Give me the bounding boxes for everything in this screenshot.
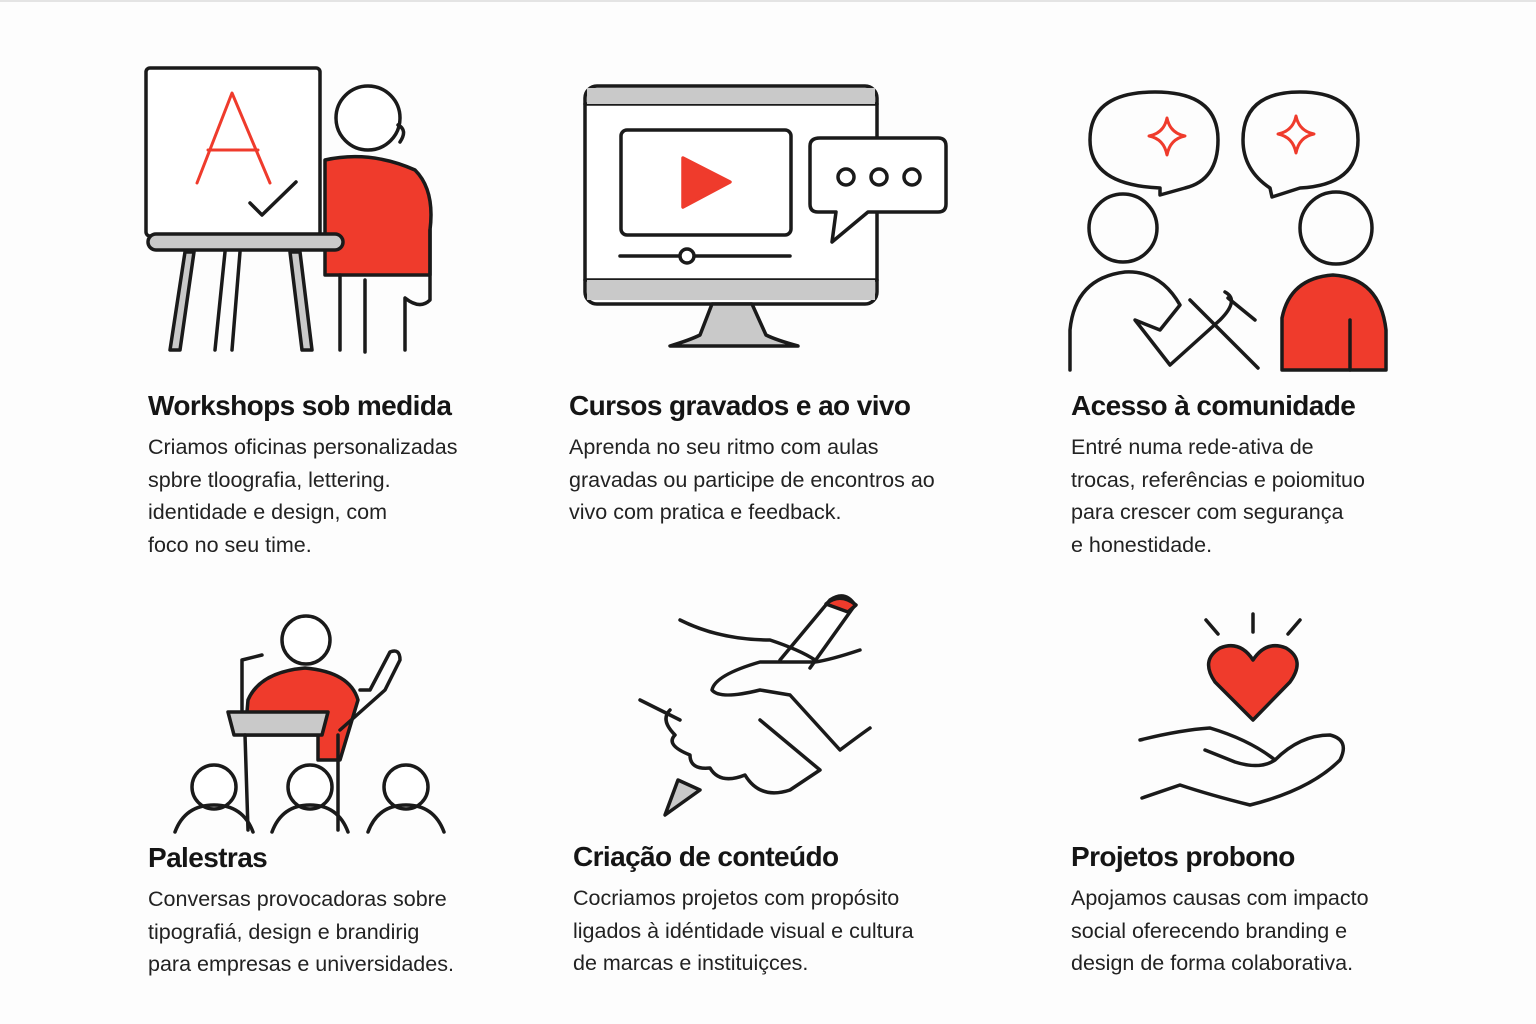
service-description: Entré numa rede-ativa de trocas, referên…	[1071, 431, 1491, 561]
service-description: Criamos oficinas personalizadas spbre tl…	[148, 431, 568, 561]
service-card-courses: Cursos gravados e ao vivo Aprenda no seu…	[569, 389, 989, 529]
heart-hand-icon	[1138, 612, 1346, 807]
description-line: trocas, referências e poiomituo	[1071, 467, 1365, 492]
description-line: spbre tloografia, lettering.	[148, 467, 391, 492]
handshake-pencil-icon	[638, 594, 872, 817]
service-title: Projetos probono	[1071, 841, 1295, 872]
top-divider	[0, 0, 1536, 2]
description-line: ligados à idéntidade visual e cultura	[573, 918, 914, 943]
description-line: e honestidade.	[1071, 532, 1213, 557]
service-description: Conversas provocadoras sobre tipografiá,…	[148, 883, 568, 981]
description-line: tipografiá, design e brandirig	[148, 919, 420, 944]
presenter-easel-icon	[144, 66, 433, 354]
community-conversation-icon	[1068, 90, 1388, 372]
description-line: Entré numa rede-ativa de	[1071, 435, 1314, 459]
service-card-community: Acesso à comunidade Entré numa rede-ativ…	[1071, 389, 1491, 561]
service-card-probono: Projetos probono Apojamos causas com imp…	[1071, 840, 1491, 980]
service-title: Acesso à comunidade	[1071, 390, 1356, 421]
video-monitor-icon	[583, 84, 948, 348]
description-line: Aprenda no seu ritmo com aulas	[569, 435, 879, 459]
service-title: Cursos gravados e ao vivo	[569, 390, 911, 421]
description-line: vivo com pratica e feedback.	[569, 500, 842, 524]
service-description: Apojamos causas com impacto social ofere…	[1071, 882, 1491, 980]
description-line: foco no seu time.	[148, 532, 312, 557]
description-line: Apojamos causas com impacto	[1071, 886, 1369, 910]
service-card-content: Criação de conteúdo Cocriamos projetos c…	[573, 840, 993, 980]
speaker-podium-icon	[173, 614, 446, 834]
service-title: Palestras	[148, 842, 268, 873]
description-line: para crescer com segurança	[1071, 500, 1344, 524]
description-line: Conversas provocadoras sobre	[148, 887, 447, 911]
description-line: Criamos oficinas personalizadas	[148, 435, 458, 459]
description-line: identidade e design, com	[148, 500, 388, 524]
description-line: design de forma colaborativa.	[1071, 951, 1354, 975]
description-line: social oferecendo branding e	[1071, 918, 1348, 943]
service-card-talks: Palestras Conversas provocadoras sobre t…	[148, 841, 568, 981]
service-card-workshops: Workshops sob medida Criamos oficinas pe…	[148, 389, 568, 561]
service-description: Cocriamos projetos com propósito ligados…	[573, 882, 993, 980]
service-description: Aprenda no seu ritmo com aulas gravadas …	[569, 431, 989, 529]
description-line: Cocriamos projetos com propósito	[573, 886, 900, 910]
description-line: gravadas ou participe de encontros ao	[569, 467, 935, 492]
description-line: para empresas e universidades.	[148, 952, 454, 976]
service-title: Workshops sob medida	[148, 390, 452, 421]
description-line: de marcas e instituiçces.	[573, 951, 809, 975]
service-title: Criação de conteúdo	[573, 841, 839, 872]
